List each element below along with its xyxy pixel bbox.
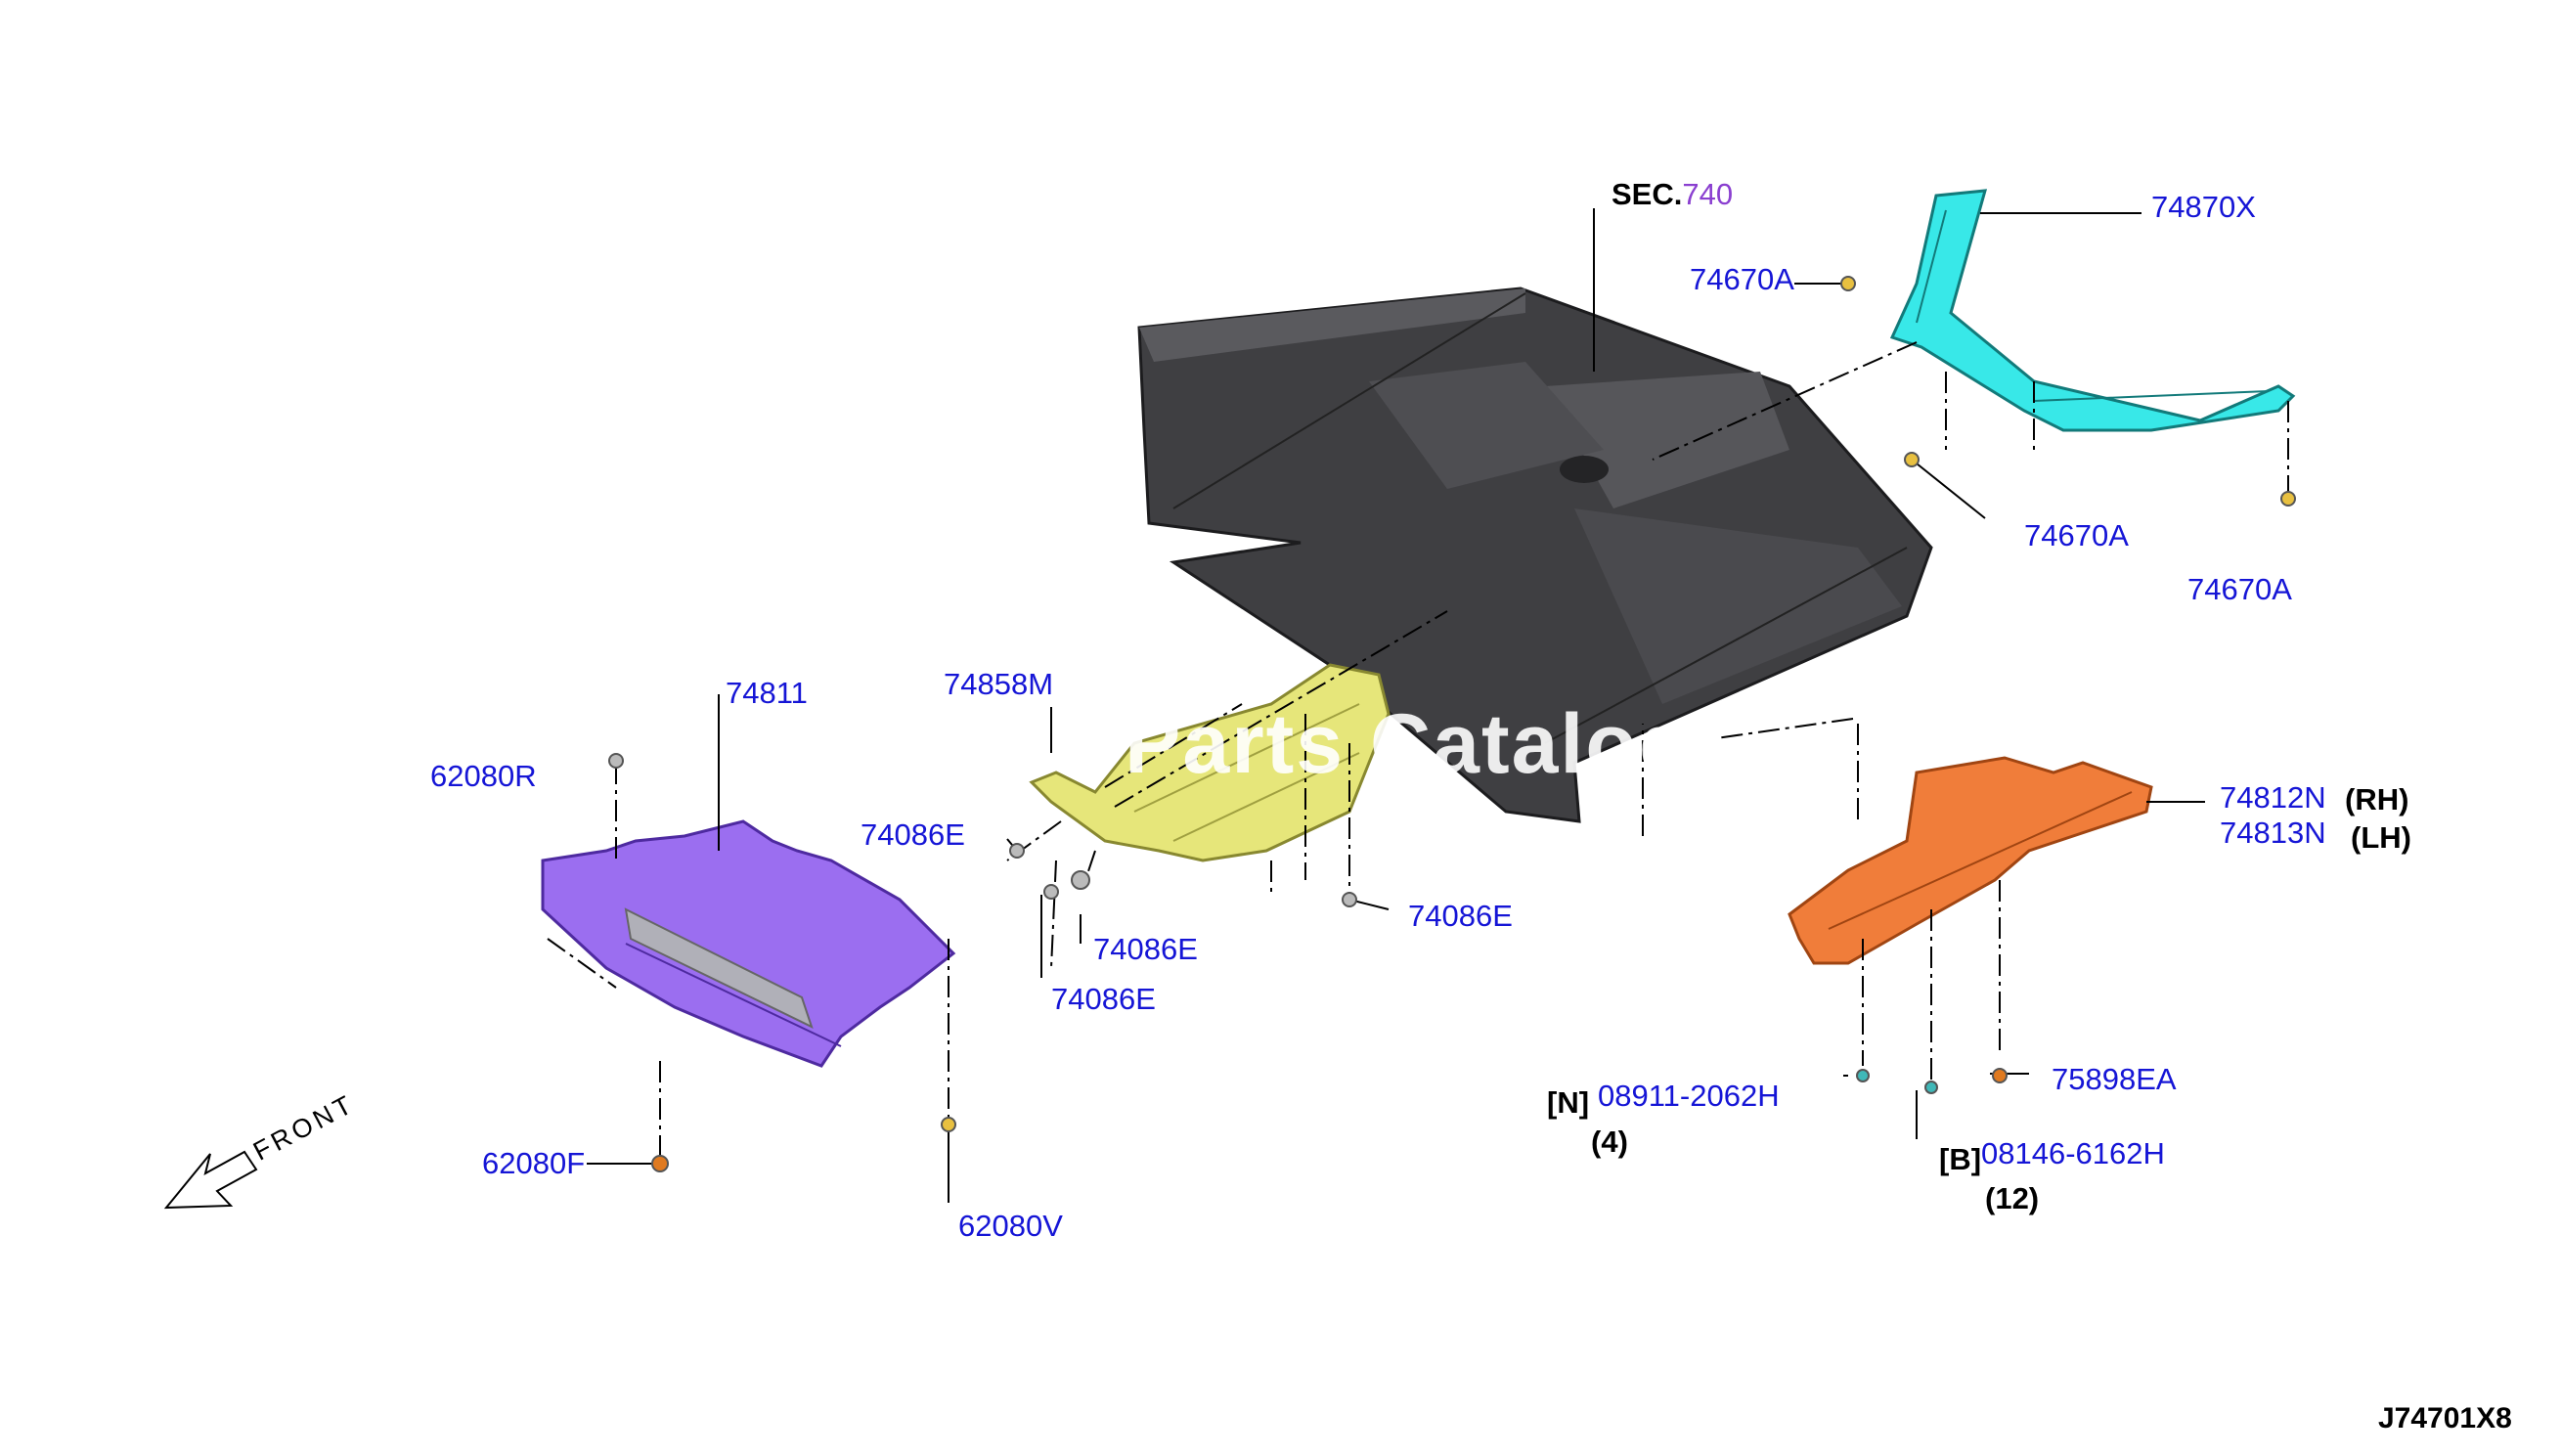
part-label-74086E[interactable]: 74086E [1408, 899, 1513, 933]
part-label-74086E[interactable]: 74086E [1093, 932, 1198, 966]
yellow-heat-insulator [1029, 663, 1391, 862]
diagram-code: J74701X8 [2378, 1402, 2512, 1434]
quantity-12: (12) [1985, 1181, 2040, 1215]
part-label-74812N[interactable]: 74812N [2220, 780, 2326, 815]
n-tag: [N] [1547, 1085, 1590, 1120]
part-label-74670A[interactable]: 74670A [2024, 518, 2129, 552]
watermark: Parts Catalog [1125, 697, 1693, 791]
part-label-74858M[interactable]: 74858M [944, 667, 1054, 701]
sec-prefix: SEC. [1612, 177, 1683, 211]
part-label-74670A[interactable]: 74670A [1690, 262, 1794, 296]
cyan-member [1889, 189, 2296, 432]
dash-dot-leaders [547, 341, 2289, 1159]
part-label-74870X[interactable]: 74870X [2151, 190, 2256, 224]
part-label-74086E[interactable]: 74086E [861, 817, 965, 852]
b-tag: [B] [1939, 1142, 1982, 1176]
orange-cover [1788, 756, 2153, 965]
part-label-75898EA[interactable]: 75898EA [2052, 1062, 2177, 1096]
part-label-62080R[interactable]: 62080R [430, 759, 537, 793]
part-label-08146-6162H[interactable]: 08146-6162H [1981, 1136, 2165, 1170]
part-label-74086E[interactable]: 74086E [1051, 982, 1156, 1016]
lh-suffix: (LH) [2351, 820, 2411, 855]
part-label-62080V[interactable]: 62080V [958, 1209, 1063, 1243]
part-label-74813N[interactable]: 74813N [2220, 816, 2326, 850]
part-label-74670A[interactable]: 74670A [2187, 572, 2292, 606]
part-label-08911-2062H[interactable]: 08911-2062H [1598, 1079, 1780, 1113]
sec-number[interactable]: 740 [1682, 177, 1734, 211]
floor-panel [1137, 287, 1933, 823]
clip-fasteners [608, 276, 2296, 1172]
sec-reference[interactable]: SEC.740 [1612, 179, 1733, 209]
part-label-62080F[interactable]: 62080F [482, 1146, 586, 1180]
rh-suffix: (RH) [2345, 782, 2409, 816]
part-label-74811[interactable]: 74811 [726, 676, 808, 710]
front-arrow-icon [163, 1150, 258, 1210]
purple-cover [541, 819, 956, 1068]
quantity-4: (4) [1591, 1125, 1628, 1159]
